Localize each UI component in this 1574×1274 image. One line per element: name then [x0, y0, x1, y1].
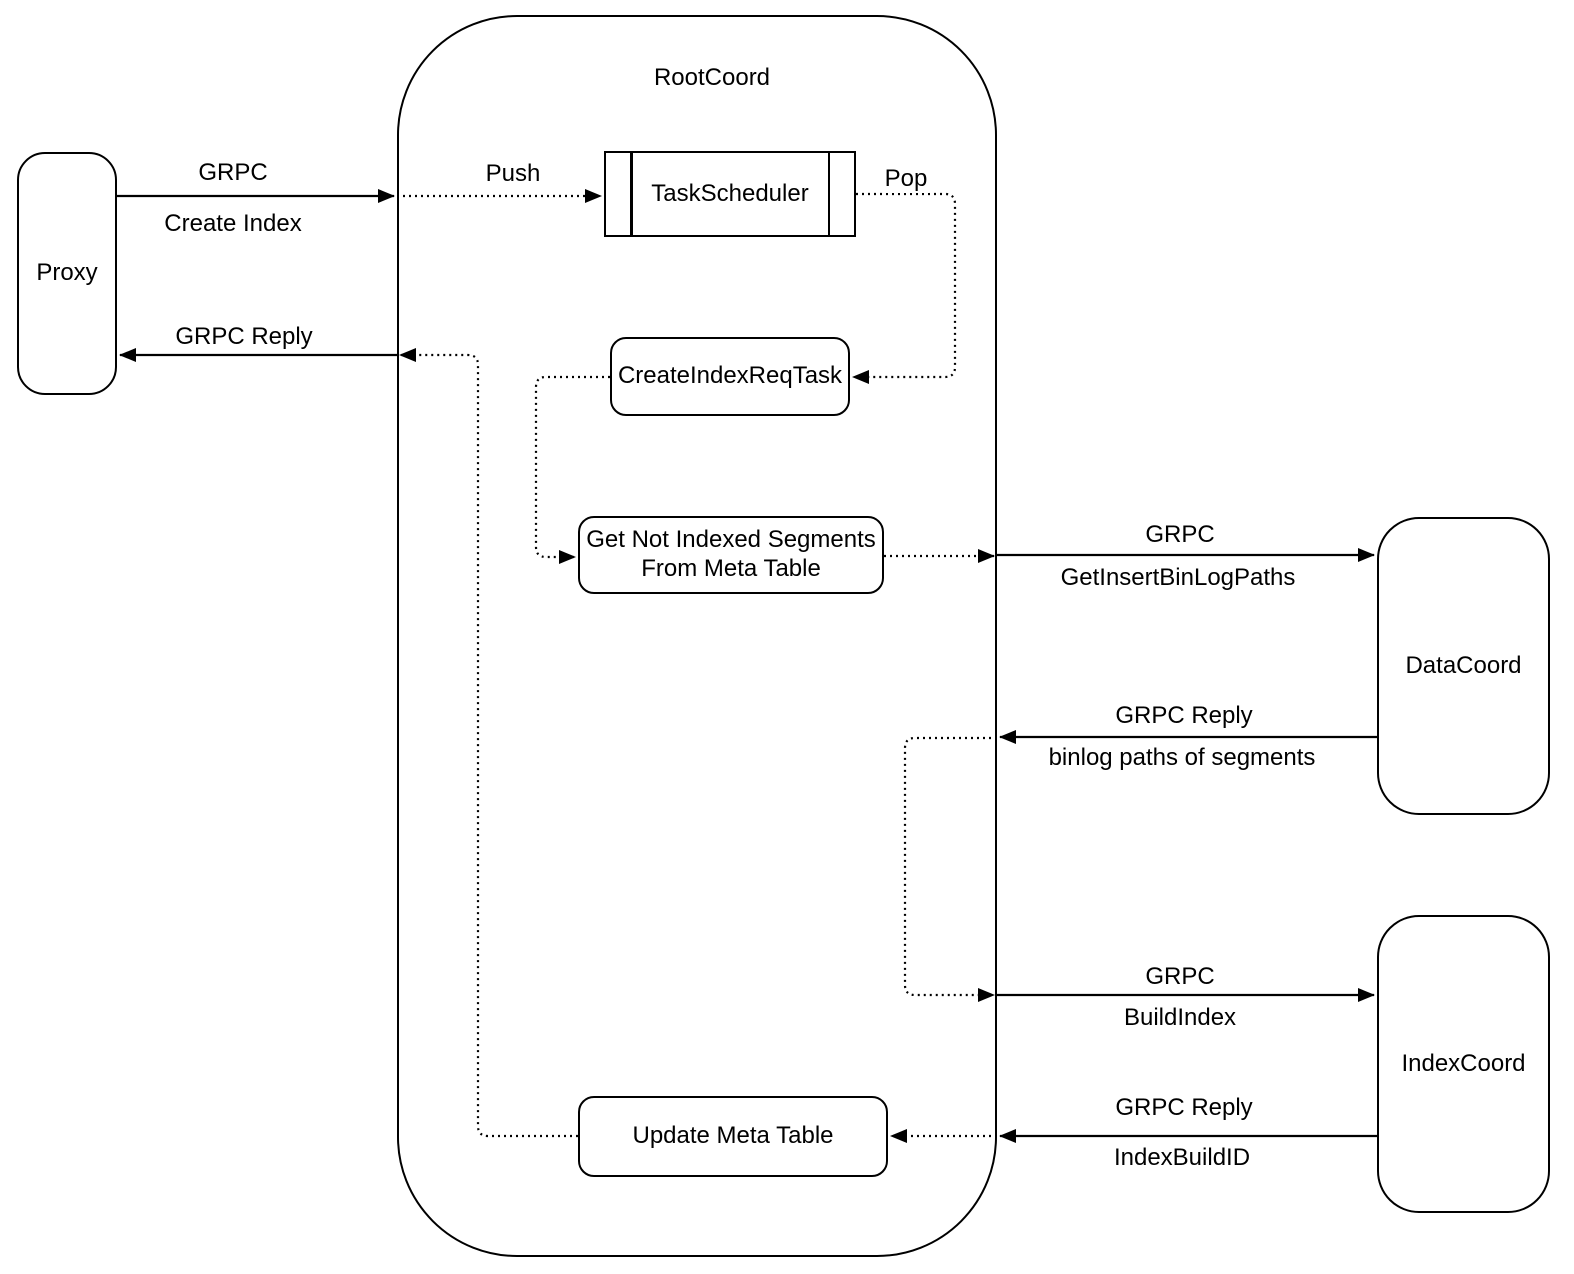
node-index-coord-label: IndexCoord: [1401, 1049, 1526, 1077]
label-pop: Pop: [882, 165, 930, 193]
label-grpc-create-index: GRPC: [196, 159, 270, 187]
label-build-index: BuildIndex: [1121, 1004, 1239, 1032]
get-not-indexed-line2: From Meta Table: [641, 555, 821, 582]
label-grpc-reply-binlog: GRPC Reply: [1113, 702, 1255, 730]
node-task-scheduler: TaskScheduler: [604, 151, 856, 237]
edge-createtask-to-getnotindexed: [534, 375, 610, 564]
label-get-insert-binlog-paths: GetInsertBinLogPaths: [1058, 564, 1298, 592]
label-grpc-reply-index-build: GRPC Reply: [1113, 1094, 1255, 1122]
node-index-coord: IndexCoord: [1377, 915, 1550, 1213]
edge-binlog-reply-to-buildindex: [903, 736, 997, 1002]
node-get-not-indexed-segments-label: Get Not Indexed Segments From Meta Table: [586, 526, 876, 584]
node-create-index-req-task-label: CreateIndexReqTask: [617, 362, 843, 390]
label-grpc-build-index: GRPC: [1143, 963, 1217, 991]
label-create-index: Create Index: [162, 210, 304, 238]
node-proxy: Proxy: [17, 152, 117, 395]
node-proxy-label: Proxy: [36, 259, 98, 287]
rootcoord-container: [397, 15, 997, 1257]
task-scheduler-right-divider: [827, 153, 830, 235]
node-get-not-indexed-segments: Get Not Indexed Segments From Meta Table: [578, 516, 884, 594]
label-grpc-reply-to-proxy: GRPC Reply: [173, 323, 315, 351]
edge-update-meta-to-proxy-reply: [399, 348, 578, 1138]
node-data-coord-label: DataCoord: [1405, 651, 1522, 679]
node-update-meta-table-label: Update Meta Table: [632, 1122, 834, 1150]
rootcoord-title: RootCoord: [653, 64, 771, 91]
node-update-meta-table: Update Meta Table: [578, 1096, 888, 1177]
get-not-indexed-line1: Get Not Indexed Segments: [586, 526, 876, 554]
label-grpc-get-insert: GRPC: [1143, 521, 1217, 549]
edge-pop: [852, 192, 957, 384]
node-data-coord: DataCoord: [1377, 517, 1550, 815]
label-index-build-id: IndexBuildID: [1111, 1144, 1253, 1172]
node-task-scheduler-label: TaskScheduler: [651, 179, 809, 207]
task-scheduler-left-divider: [630, 153, 633, 235]
node-create-index-req-task: CreateIndexReqTask: [610, 337, 850, 416]
label-binlog-paths-of-segments: binlog paths of segments: [1046, 744, 1318, 772]
label-push: Push: [483, 160, 543, 188]
